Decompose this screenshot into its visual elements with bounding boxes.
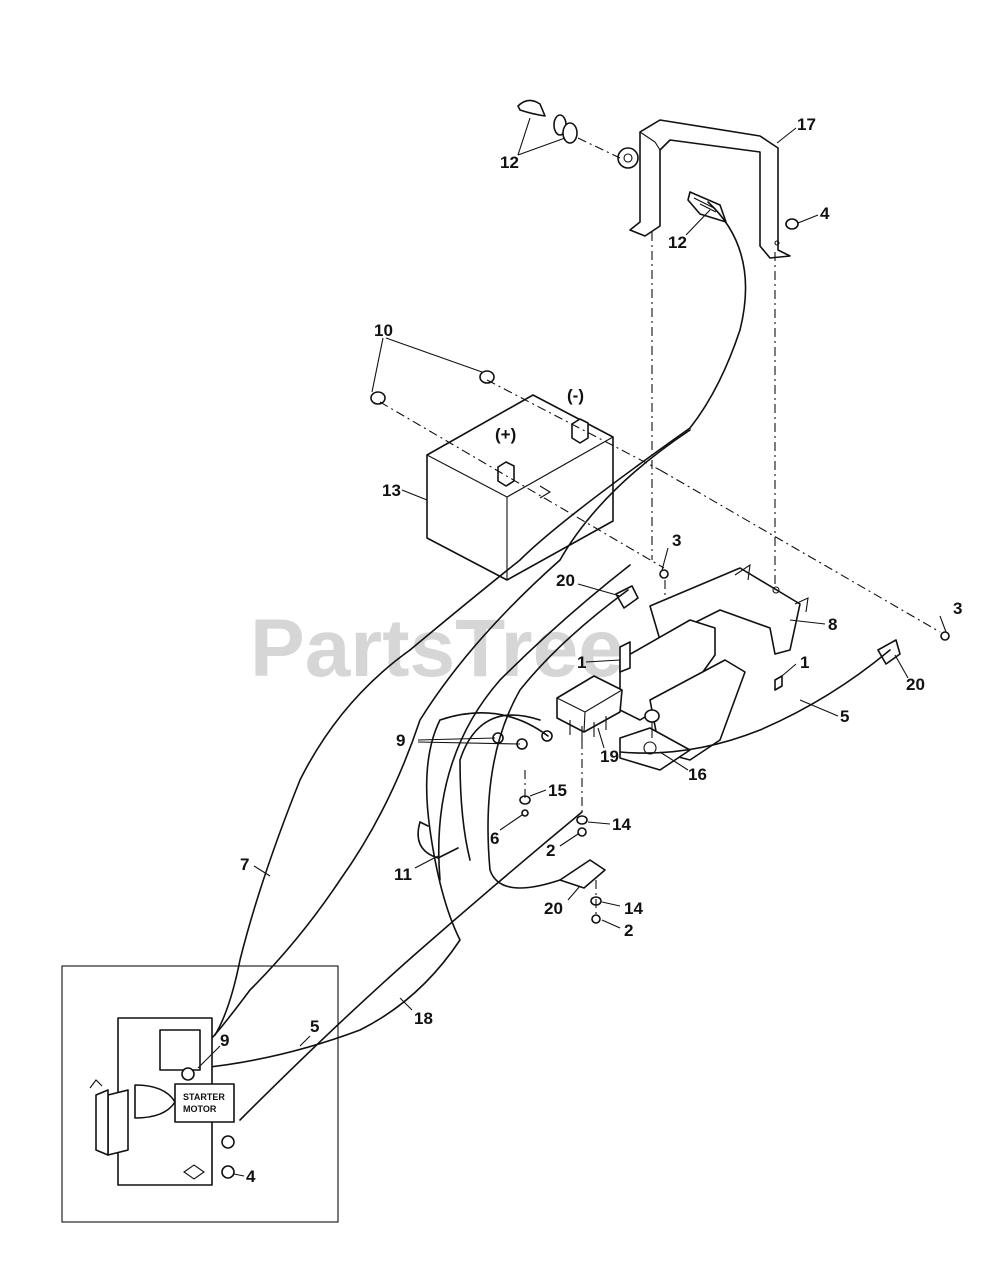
starter-label-line2: MOTOR bbox=[183, 1104, 217, 1114]
nut-4-upper bbox=[785, 218, 799, 230]
callout-11: 11 bbox=[394, 865, 412, 884]
callout-17: 17 bbox=[797, 115, 816, 134]
battery-bracket bbox=[617, 119, 791, 259]
battery-tray bbox=[619, 563, 809, 771]
inset-starter-motor: STARTER MOTOR bbox=[61, 965, 339, 1223]
callout-20-upper: 20 bbox=[556, 571, 575, 590]
nuts-10 bbox=[370, 370, 495, 405]
callout-6: 6 bbox=[490, 829, 499, 848]
cables bbox=[199, 201, 891, 1121]
callout-leaders bbox=[197, 117, 947, 1177]
callout-3-right: 3 bbox=[953, 599, 962, 618]
callout-2-lower: 2 bbox=[624, 921, 633, 940]
grommet-11 bbox=[417, 821, 459, 859]
callout-18: 18 bbox=[414, 1009, 433, 1028]
cable-terminals-20 bbox=[559, 585, 901, 889]
fuse-holder bbox=[687, 191, 727, 223]
callout-14-lower: 14 bbox=[624, 899, 643, 918]
negative-terminal-label: (-) bbox=[567, 386, 584, 405]
callout-5-upper: 5 bbox=[840, 707, 849, 726]
bracket-1 bbox=[619, 641, 631, 673]
callout-3-left: 3 bbox=[672, 531, 681, 550]
callout-12-fuse: 12 bbox=[668, 233, 687, 252]
callout-9-upper: 9 bbox=[396, 731, 405, 750]
callout-1-left: 1 bbox=[577, 653, 586, 672]
callout-5-inset: 5 bbox=[310, 1017, 319, 1036]
callout-7: 7 bbox=[240, 855, 249, 874]
watermark: PartsTree bbox=[250, 603, 624, 694]
callout-2-upper: 2 bbox=[546, 841, 555, 860]
callout-19: 19 bbox=[600, 747, 619, 766]
callout-14-upper: 14 bbox=[612, 815, 631, 834]
callout-13: 13 bbox=[382, 481, 401, 500]
callout-20-lower: 20 bbox=[544, 899, 563, 918]
callout-4-upper: 4 bbox=[820, 204, 830, 223]
leader-lines bbox=[379, 232, 941, 915]
callout-15: 15 bbox=[548, 781, 567, 800]
callout-4-inset: 4 bbox=[246, 1167, 256, 1186]
hardware-12 bbox=[517, 99, 621, 159]
starter-label-line1: STARTER bbox=[183, 1092, 225, 1102]
battery: (-) (+) bbox=[426, 386, 614, 581]
callout-8: 8 bbox=[828, 615, 837, 634]
callout-labels: 17 12 12 4 10 13 3 3 20 8 1 1 20 5 9 19 … bbox=[220, 115, 962, 1186]
callout-12-top: 12 bbox=[500, 153, 519, 172]
callout-1-right: 1 bbox=[800, 653, 809, 672]
bolt-16 bbox=[644, 709, 660, 738]
callout-16: 16 bbox=[688, 765, 707, 784]
solenoid bbox=[556, 675, 623, 741]
callout-10: 10 bbox=[374, 321, 393, 340]
callout-20-right: 20 bbox=[906, 675, 925, 694]
callout-9-inset: 9 bbox=[220, 1031, 229, 1050]
positive-terminal-label: (+) bbox=[495, 425, 516, 444]
